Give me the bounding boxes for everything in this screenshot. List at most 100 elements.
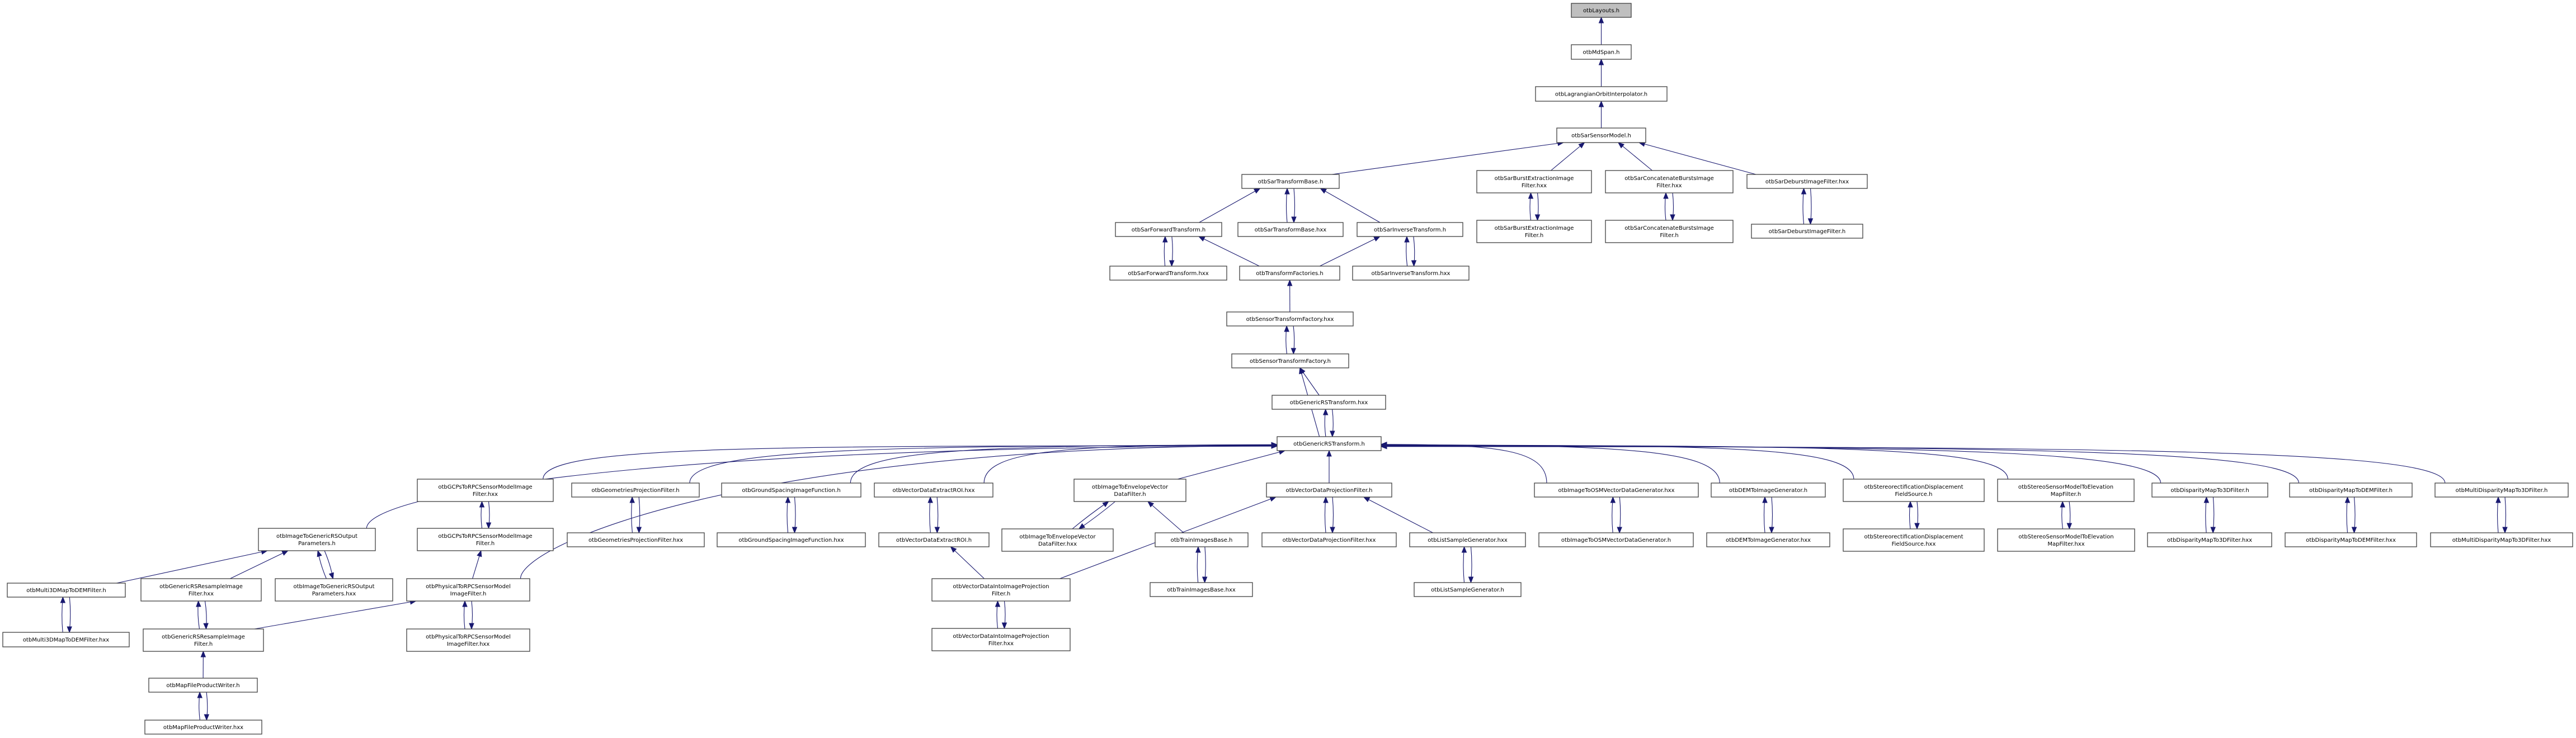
graph-node-multidisp-h[interactable]: otbMultiDisparityMapTo3DFilter.h xyxy=(2434,482,2569,498)
node-box[interactable] xyxy=(1711,482,1826,498)
node-box[interactable] xyxy=(931,578,1071,602)
graph-node-mfpw-hxx[interactable]: otbMapFileProductWriter.hxx xyxy=(144,720,262,735)
node-box[interactable] xyxy=(1751,224,1863,239)
node-box[interactable] xyxy=(1535,86,1668,102)
graph-node-grst-h[interactable]: otbGenericRSTransform.h xyxy=(1277,436,1382,451)
graph-node-sarinv-h[interactable]: otbSarInverseTransform.h xyxy=(1357,222,1463,237)
graph-node-sartb-hxx[interactable]: otbSarTransformBase.hxx xyxy=(1237,222,1344,237)
graph-node-sarsensor-h[interactable]: otbSarSensorModel.h xyxy=(1556,127,1646,143)
node-box[interactable] xyxy=(1556,127,1646,143)
graph-node-sarfwd-h[interactable]: otbSarForwardTransform.h xyxy=(1115,222,1222,237)
graph-node-stf-h[interactable]: otbSensorTransformFactory.h xyxy=(1231,353,1349,368)
node-box[interactable] xyxy=(1352,266,1470,281)
graph-node-sarinv-hxx[interactable]: otbSarInverseTransform.hxx xyxy=(1352,266,1470,281)
node-box[interactable] xyxy=(1266,482,1392,498)
graph-node-stereosm-hxx[interactable]: otbStereoSensorModelToElevationMapFilter… xyxy=(1997,528,2135,552)
graph-node-groundsp-hxx[interactable]: otbGroundSpacingImageFunction.hxx xyxy=(717,532,866,547)
node-box[interactable] xyxy=(1226,311,1354,327)
graph-node-trainimg-hxx[interactable]: otbTrainImagesBase.hxx xyxy=(1150,582,1253,597)
node-box[interactable] xyxy=(874,482,993,498)
graph-node-geomproj-h[interactable]: otbGeometriesProjectionFilter.h xyxy=(571,482,700,498)
node-box[interactable] xyxy=(7,583,126,598)
node-box[interactable] xyxy=(1605,170,1734,193)
node-box[interactable] xyxy=(2434,482,2569,498)
node-box[interactable] xyxy=(1476,220,1592,243)
node-box[interactable] xyxy=(417,528,554,551)
graph-node-stereorect-h[interactable]: otbStereorectificationDisplacementFieldS… xyxy=(1843,479,1985,502)
node-box[interactable] xyxy=(417,479,554,502)
node-box[interactable] xyxy=(1239,266,1340,281)
graph-node-multidisp-hxx[interactable]: otbMultiDisparityMapTo3DFilter.hxx xyxy=(2430,532,2573,547)
graph-node-mfpw-h[interactable]: otbMapFileProductWriter.h xyxy=(148,678,258,693)
node-box[interactable] xyxy=(2289,482,2413,498)
node-box[interactable] xyxy=(1241,174,1340,189)
node-box[interactable] xyxy=(406,628,530,652)
node-box[interactable] xyxy=(1231,353,1349,368)
node-box[interactable] xyxy=(1843,479,1985,502)
graph-node-phys-hxx[interactable]: otbPhysicalToRPCSensorModelImageFilter.h… xyxy=(406,628,530,652)
node-box[interactable] xyxy=(1997,479,2135,502)
node-box[interactable] xyxy=(878,532,990,547)
graph-node-lagrange-h[interactable]: otbLagrangianOrbitInterpolator.h xyxy=(1535,86,1668,102)
graph-node-multi3d-hxx[interactable]: otbMulti3DMapToDEMFilter.hxx xyxy=(2,632,130,647)
node-box[interactable] xyxy=(1843,528,1985,552)
node-box[interactable] xyxy=(143,628,264,652)
graph-node-sartb-h[interactable]: otbSarTransformBase.h xyxy=(1241,174,1340,189)
node-box[interactable] xyxy=(721,482,861,498)
node-box[interactable] xyxy=(1073,479,1186,502)
node-box[interactable] xyxy=(1277,436,1382,451)
node-box[interactable] xyxy=(1271,395,1386,410)
graph-node-vdproj-h[interactable]: otbVectorDataProjectionFilter.h xyxy=(1266,482,1392,498)
node-box[interactable] xyxy=(1237,222,1344,237)
graph-node-stereosm-h[interactable]: otbStereoSensorModelToElevationMapFilter… xyxy=(1997,479,2135,502)
node-box[interactable] xyxy=(1155,532,1249,547)
graph-node-grst-hxx[interactable]: otbGenericRSTransform.hxx xyxy=(1271,395,1386,410)
node-box[interactable] xyxy=(571,482,700,498)
node-box[interactable] xyxy=(406,578,530,602)
graph-node-demimg-hxx[interactable]: otbDEMToImageGenerator.hxx xyxy=(1706,532,1830,547)
graph-node-vderoi-h[interactable]: otbVectorDataExtractROI.h xyxy=(878,532,990,547)
graph-node-disp3d-h[interactable]: otbDisparityMapTo3DFilter.h xyxy=(2151,482,2268,498)
graph-node-stf-hxx[interactable]: otbSensorTransformFactory.hxx xyxy=(1226,311,1354,327)
graph-node-vdinto-hxx[interactable]: otbVectorDataIntoImageProjectionFilter.h… xyxy=(931,628,1071,651)
node-box[interactable] xyxy=(1001,528,1114,552)
node-box[interactable] xyxy=(2430,532,2573,547)
graph-node-trainimg-h[interactable]: otbTrainImagesBase.h xyxy=(1155,532,1249,547)
graph-node-dispdem-hxx[interactable]: otbDisparityMapToDEMFilter.hxx xyxy=(2285,532,2417,547)
graph-node-imgosm-h[interactable]: otbImageToOSMVectorDataGenerator.h xyxy=(1538,532,1694,547)
node-box[interactable] xyxy=(1538,532,1694,547)
graph-node-sardeburst-hxx[interactable]: otbSarDeburstImageFilter.hxx xyxy=(1746,174,1868,189)
node-box[interactable] xyxy=(567,532,705,547)
node-box[interactable] xyxy=(2,632,130,647)
node-box[interactable] xyxy=(1476,170,1592,193)
graph-node-mdspan-h[interactable]: otbMdSpan.h xyxy=(1571,44,1632,60)
graph-node-demimg-h[interactable]: otbDEMToImageGenerator.h xyxy=(1711,482,1826,498)
node-box[interactable] xyxy=(140,578,262,602)
graph-node-lsg-hxx[interactable]: otbListSampleGenerator.hxx xyxy=(1409,532,1526,547)
graph-node-disp3d-hxx[interactable]: otbDisparityMapTo3DFilter.hxx xyxy=(2147,532,2272,547)
node-box[interactable] xyxy=(258,528,376,551)
graph-node-layouts-h[interactable]: otbLayouts.h xyxy=(1571,3,1632,18)
node-box[interactable] xyxy=(1357,222,1463,237)
graph-node-sardeburst-h[interactable]: otbSarDeburstImageFilter.h xyxy=(1751,224,1863,239)
graph-node-vderoi-hxx[interactable]: otbVectorDataExtractROI.hxx xyxy=(874,482,993,498)
graph-node-geomproj-hxx[interactable]: otbGeometriesProjectionFilter.hxx xyxy=(567,532,705,547)
graph-node-multi3d-h[interactable]: otbMulti3DMapToDEMFilter.h xyxy=(7,583,126,598)
node-box[interactable] xyxy=(2151,482,2268,498)
node-box[interactable] xyxy=(1746,174,1868,189)
node-box[interactable] xyxy=(275,578,393,602)
graph-node-dispdem-h[interactable]: otbDisparityMapToDEMFilter.h xyxy=(2289,482,2413,498)
node-box[interactable] xyxy=(144,720,262,735)
graph-node-sarfwd-hxx[interactable]: otbSarForwardTransform.hxx xyxy=(1109,266,1227,281)
graph-node-imgosm-hxx[interactable]: otbImageToOSMVectorDataGenerator.hxx xyxy=(1534,482,1699,498)
node-box[interactable] xyxy=(931,628,1071,651)
